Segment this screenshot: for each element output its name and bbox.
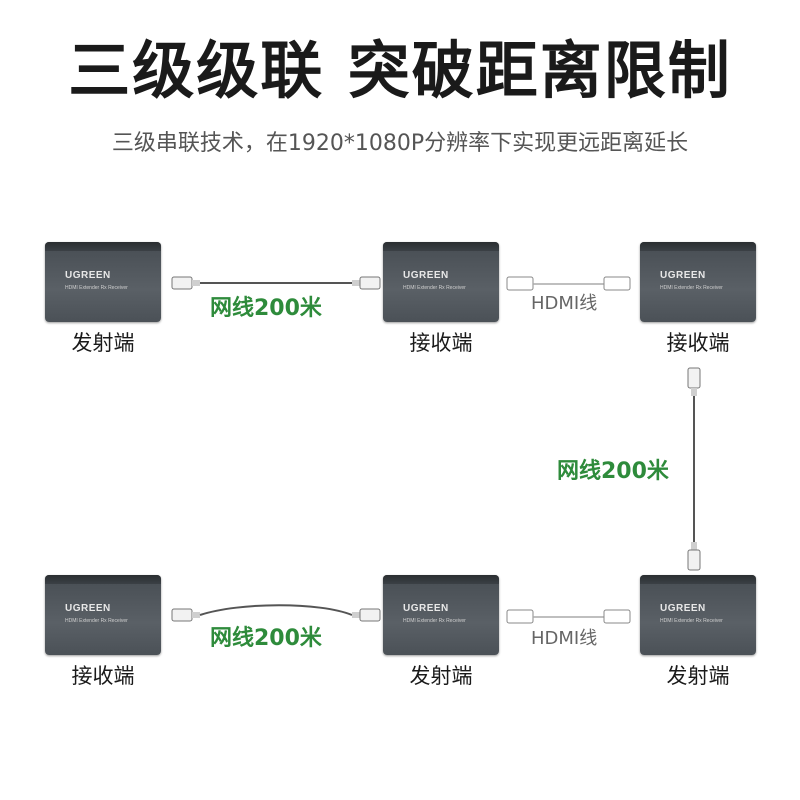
network-cable-label-vertical: 网线200米: [557, 459, 669, 484]
device-model: HDMI Extender Rx Receiver: [403, 285, 466, 291]
hdmi-cable-bottom: [506, 609, 631, 624]
label-transmitter-3: 发射端: [666, 664, 730, 688]
device-transmitter-1: UGREEN HDMI Extender Rx Receiver: [45, 242, 161, 322]
label-receiver-2: 接收端: [666, 331, 730, 355]
label-receiver-1: 接收端: [409, 331, 473, 355]
device-model: HDMI Extender Rx Receiver: [65, 618, 128, 624]
network-cable-label-bottom: 网线200米: [210, 626, 322, 651]
hdmi-cable-label-bottom: HDMI线: [531, 628, 598, 649]
device-model: HDMI Extender Rx Receiver: [403, 618, 466, 624]
page-subtitle: 三级串联技术，在1920*1080P分辨率下实现更远距离延长: [111, 131, 689, 156]
hdmi-cable-label-top: HDMI线: [531, 293, 598, 314]
label-transmitter-2: 发射端: [409, 664, 473, 688]
hdmi-cable-top: [506, 276, 631, 291]
label-transmitter-1: 发射端: [71, 331, 135, 355]
device-brand: UGREEN: [660, 270, 706, 281]
device-brand: UGREEN: [65, 270, 111, 281]
device-brand: UGREEN: [403, 603, 449, 614]
device-transmitter-3: UGREEN HDMI Extender Rx Receiver: [640, 575, 756, 655]
network-cable-top: [171, 276, 381, 290]
device-transmitter-2: UGREEN HDMI Extender Rx Receiver: [383, 575, 499, 655]
device-model: HDMI Extender Rx Receiver: [65, 285, 128, 291]
page-title: 三级级联 突破距离限制: [68, 34, 732, 107]
device-receiver-2: UGREEN HDMI Extender Rx Receiver: [640, 242, 756, 322]
network-cable-bottom: [171, 604, 381, 622]
device-brand: UGREEN: [65, 603, 111, 614]
device-receiver-1: UGREEN HDMI Extender Rx Receiver: [383, 242, 499, 322]
device-brand: UGREEN: [403, 270, 449, 281]
network-cable-label-top: 网线200米: [210, 296, 322, 321]
label-receiver-3: 接收端: [71, 664, 135, 688]
network-cable-vertical: [687, 367, 701, 571]
device-model: HDMI Extender Rx Receiver: [660, 618, 723, 624]
device-receiver-3: UGREEN HDMI Extender Rx Receiver: [45, 575, 161, 655]
device-brand: UGREEN: [660, 603, 706, 614]
device-model: HDMI Extender Rx Receiver: [660, 285, 723, 291]
